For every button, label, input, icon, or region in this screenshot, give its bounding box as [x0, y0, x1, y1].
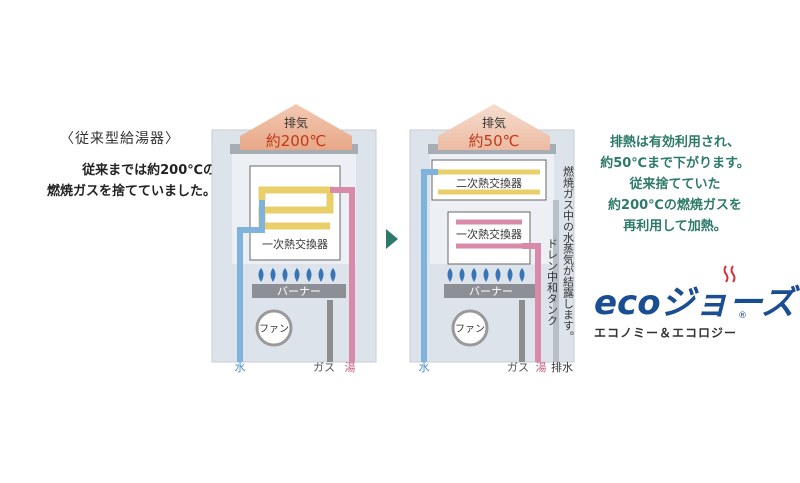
conventional-exhaust-arrow	[240, 104, 352, 150]
eco-fan-label: ファン	[455, 324, 485, 335]
conventional-fan-label: ファン	[259, 324, 289, 335]
eco-secondary-exchanger-label: 二次熱交換器	[456, 176, 522, 190]
eco-burner-flames	[447, 268, 525, 282]
conventional-exhaust-temp: 約200℃	[266, 132, 326, 150]
eco-heater: 排気 約50℃ 二次熱交換器 一次熱交換器 バーナー ファン 水 ガス 湯 排水	[409, 104, 575, 374]
eco-fan	[451, 309, 489, 347]
eco-primary-exchanger-label: 一次熱交換器	[456, 227, 522, 241]
eco-secondary-coil	[438, 169, 540, 195]
transition-arrow	[386, 229, 398, 249]
conventional-primary-exchanger-label: 一次熱交換器	[262, 237, 328, 251]
conventional-exhaust-label: 排気	[284, 115, 308, 130]
eco-jozu-logo: ecoジョーズ ®	[594, 265, 800, 323]
eco-primary-coil	[456, 219, 522, 249]
conventional-burner-bar	[252, 284, 346, 298]
eco-logo-text: ecoジョーズ	[594, 283, 800, 323]
eco-drain-tank-label: ドレン中和タンク	[546, 238, 559, 326]
eco-logo-reading: エコノミー＆エコロジー	[594, 326, 738, 340]
eco-exhaust-label: 排気	[482, 115, 506, 130]
eco-desc-line3: 従来捨てていた	[629, 177, 721, 192]
steam-icon	[723, 265, 736, 283]
conventional-desc-line2: 燃焼ガスを捨てていました。	[46, 184, 216, 199]
eco-desc-line2: 約50℃まで下がります。	[600, 156, 750, 171]
eco-burner-bar	[444, 284, 538, 298]
eco-desc-line5: 再利用して加熱。	[623, 219, 727, 234]
conventional-description: 従来までは約200℃の 燃焼ガスを捨てていました。	[36, 160, 216, 202]
conventional-fan	[255, 309, 293, 347]
conventional-heater: 排気 約200℃ 一次熱交換器 バーナー ファン 水 ガス 湯	[211, 104, 377, 374]
registered-mark: ®	[738, 311, 747, 321]
eco-exhaust-temp: 約50℃	[469, 132, 520, 150]
conventional-hot-pipe	[330, 187, 355, 362]
conventional-water-pipe	[237, 200, 265, 362]
eco-condensation-note: 燃焼ガス中の水蒸気が結露します。	[562, 165, 575, 342]
conventional-heater-title: 〈従来型給湯器〉	[60, 131, 180, 147]
conventional-burner-label: バーナー	[277, 285, 321, 298]
conventional-water-label: 水	[235, 361, 246, 374]
eco-burner-label: バーナー	[469, 285, 513, 298]
conventional-desc-line1: 従来までは約200℃の	[82, 163, 216, 178]
eco-desc-line1: 排熱は有効利用され、	[609, 135, 741, 150]
conventional-burner-flames	[258, 268, 336, 282]
eco-gas-label: ガス	[507, 361, 529, 374]
eco-hot-label: 湯	[536, 361, 547, 374]
eco-description: 排熱は有効利用され、 約50℃まで下がります。 従来捨てていた 約200℃の燃焼…	[580, 132, 770, 237]
eco-water-label: 水	[419, 361, 430, 374]
eco-desc-line4: 約200℃の燃焼ガスを	[608, 198, 742, 213]
conventional-hot-label: 湯	[345, 361, 356, 374]
conventional-gas-label: ガス	[313, 361, 335, 374]
eco-drain-label: 排水	[551, 360, 573, 374]
eco-water-pipe	[421, 169, 438, 362]
eco-exhaust-arrow	[438, 104, 550, 150]
eco-hot-pipe	[522, 243, 541, 362]
